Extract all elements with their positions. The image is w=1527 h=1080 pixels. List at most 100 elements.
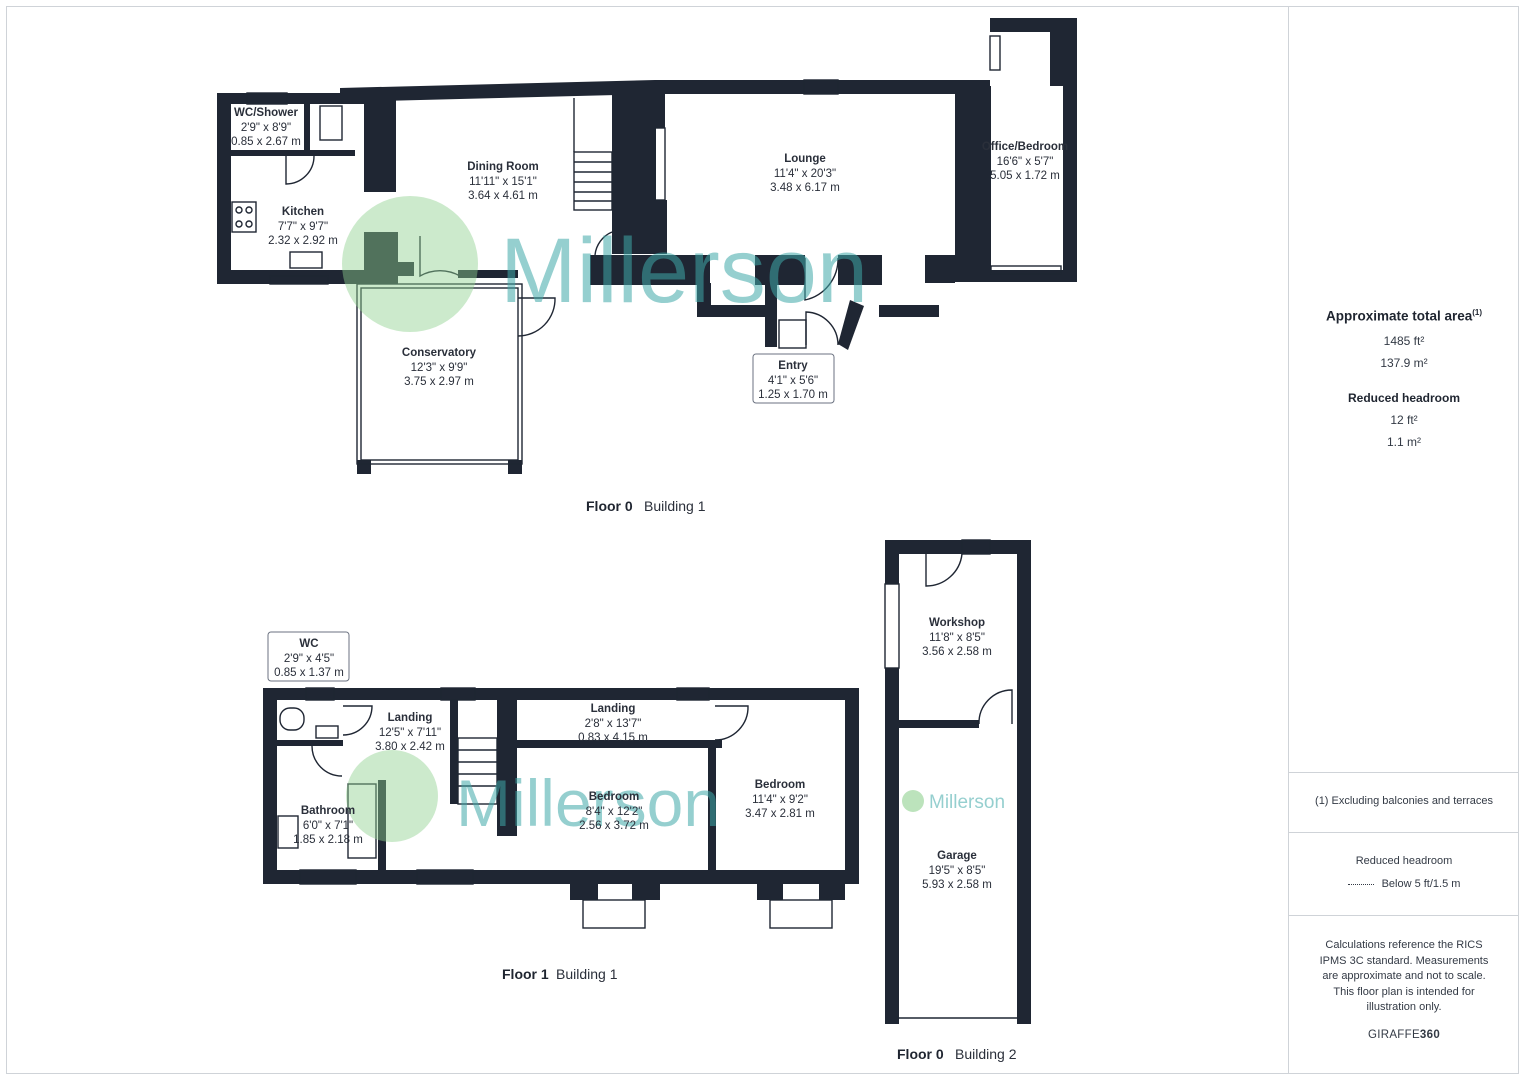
- room-size-metric: 3.80 x 2.42 m: [375, 741, 445, 753]
- room-size-metric: 2.32 x 2.92 m: [268, 235, 338, 247]
- room-size-metric: 0.85 x 2.67 m: [231, 136, 301, 148]
- floor0-building2-thin-lines: [884, 539, 1017, 1019]
- wall: [304, 104, 310, 150]
- page-frame: [6, 6, 1519, 1074]
- dotted-line-icon: [1347, 883, 1374, 885]
- caption-floor0-building2: Floor 0 Building 2: [897, 1046, 1017, 1062]
- caption-building: Building 1: [556, 966, 618, 982]
- label-box: [267, 631, 350, 682]
- room-size-metric: 1.25 x 1.70 m: [758, 389, 828, 401]
- wall: [612, 84, 656, 254]
- door-swing: [925, 553, 963, 587]
- wall: [217, 93, 231, 284]
- watermark-large-a: Millerson: [342, 196, 868, 332]
- caption-floor: Floor 1: [502, 966, 549, 982]
- room-name: Kitchen: [282, 206, 324, 218]
- window: [305, 687, 335, 701]
- window: [961, 539, 991, 555]
- wall: [632, 870, 660, 900]
- label-box: [752, 353, 835, 404]
- room-label-workshop: Workshop 11'8" x 8'5" 3.56 x 2.58 m: [922, 617, 992, 658]
- caption-floor: Floor 0: [586, 498, 633, 514]
- wall: [263, 870, 663, 884]
- wall: [655, 200, 667, 254]
- reduced-headroom-ft: 12 ft²: [1390, 413, 1418, 427]
- wall: [838, 255, 882, 285]
- wall: [838, 300, 864, 350]
- wall: [755, 255, 805, 285]
- legend-item: Below 5 ft/1.5 m: [1289, 878, 1519, 890]
- room-name: WC/Shower: [234, 107, 298, 119]
- wall: [364, 232, 398, 284]
- window: [299, 869, 357, 885]
- room-label-wc-shower: WC/Shower 2'9" x 8'9" 0.85 x 2.67 m: [231, 107, 301, 148]
- bay-window: [582, 899, 646, 929]
- wall: [364, 100, 396, 192]
- floor1-building1-plan: [263, 688, 859, 900]
- window: [246, 92, 288, 105]
- wall: [217, 270, 367, 284]
- door-swing: [804, 257, 839, 301]
- wall: [357, 460, 371, 474]
- watermark-logo-icon: [902, 790, 924, 812]
- room-size-metric: 5.05 x 1.72 m: [990, 170, 1060, 182]
- wall: [1050, 18, 1077, 86]
- wall: [263, 688, 859, 700]
- window: [989, 35, 1001, 71]
- room-size-imperial: 11'8" x 8'5": [929, 632, 985, 644]
- basin: [277, 815, 299, 849]
- room-label-entry: Entry 4'1" x 5'6" 1.25 x 1.70 m: [752, 353, 835, 404]
- wall: [398, 262, 414, 276]
- window: [269, 275, 329, 285]
- room-name: Workshop: [929, 617, 985, 629]
- wall: [845, 688, 859, 884]
- watermark-text: Millerson: [456, 766, 720, 840]
- caption-floor0-building1: Floor 0 Building 1: [586, 498, 706, 514]
- wall: [655, 80, 990, 94]
- room-size-imperial: 6'0" x 7'1": [303, 820, 353, 832]
- watermark-large-b: Millerson: [346, 750, 720, 842]
- wall: [765, 283, 777, 347]
- room-size-imperial: 11'4" x 9'2": [752, 794, 808, 806]
- room-label-wc: WC 2'9" x 4'5" 0.85 x 1.37 m: [267, 631, 350, 682]
- wall: [885, 540, 1031, 554]
- caption-building: Building 2: [955, 1046, 1017, 1062]
- room-name: Bedroom: [755, 779, 805, 791]
- window: [654, 127, 666, 201]
- wall: [508, 460, 522, 474]
- total-area-m: 137.9 m²: [1380, 356, 1428, 370]
- legend-item-label: Below 5 ft/1.5 m: [1381, 878, 1461, 890]
- wall: [655, 94, 665, 128]
- room-name: Entry: [778, 360, 808, 372]
- door-swing: [419, 236, 461, 278]
- wall: [277, 740, 343, 746]
- room-size-imperial: 11'4" x 20'3": [774, 168, 836, 180]
- room-size-metric: 3.56 x 2.58 m: [922, 646, 992, 658]
- wall: [630, 870, 859, 884]
- watermark-text: Millerson: [929, 792, 1005, 813]
- room-label-lounge: Lounge 11'4" x 20'3" 3.48 x 6.17 m: [770, 153, 840, 194]
- watermark-logo-icon: [342, 196, 478, 332]
- room-label-landing-b: Landing 2'8" x 13'7" 0.83 x 4.15 m: [578, 703, 648, 744]
- reduced-headroom-m: 1.1 m²: [1386, 435, 1421, 449]
- room-name: Bedroom: [589, 791, 639, 803]
- staircase: [457, 737, 498, 805]
- room-label-garage: Garage 19'5" x 8'5" 5.93 x 2.58 m: [922, 850, 992, 891]
- room-size-imperial: 11'11" x 15'1": [469, 176, 537, 188]
- wall: [1063, 86, 1077, 282]
- brand-logo-text: GIRAFFE: [1367, 1029, 1420, 1041]
- wall: [263, 688, 277, 884]
- total-area-ft: 1485 ft²: [1383, 334, 1425, 348]
- room-size-imperial: 4'1" x 5'6": [768, 375, 818, 387]
- wall: [340, 88, 396, 100]
- room-name: Bathroom: [301, 805, 355, 817]
- caption-floor: Floor 0: [897, 1046, 944, 1062]
- brand-logo-number: 360: [1419, 1029, 1441, 1041]
- watermark-text: Millerson: [500, 220, 868, 322]
- wall: [955, 94, 987, 106]
- wall: [819, 870, 845, 900]
- room-size-metric: 5.93 x 2.58 m: [922, 879, 992, 891]
- wall: [497, 700, 517, 836]
- divider: [1289, 832, 1519, 833]
- wall: [378, 780, 386, 870]
